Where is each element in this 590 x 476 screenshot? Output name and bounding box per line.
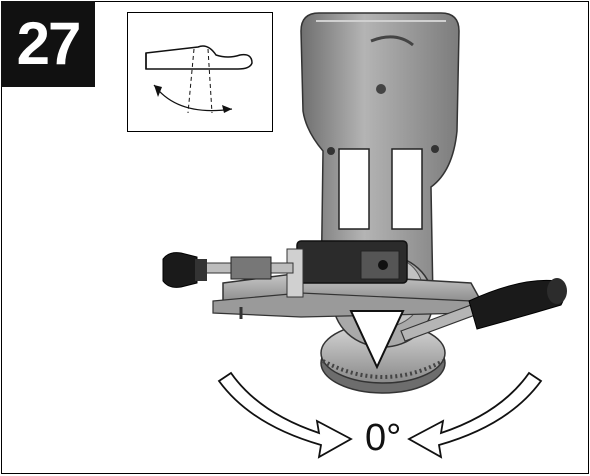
curved-arrow-left-icon [407, 371, 543, 459]
plate-slot-left [338, 148, 370, 230]
clamp-knob [162, 252, 198, 288]
angle-label: 0° [365, 417, 402, 459]
blade-angle-diagram-icon [145, 45, 253, 114]
locking-lever [400, 278, 567, 342]
blade-angle-inset [127, 12, 273, 132]
curved-arrow-right-icon [217, 371, 353, 459]
step-number-badge: 27 [1, 1, 95, 87]
degree-scale [322, 359, 444, 379]
down-triangle-pointer-icon [349, 310, 405, 370]
plate-slot-right [391, 148, 423, 230]
clamp-screw [162, 252, 294, 288]
back-plate [300, 12, 460, 302]
clamp-arm [212, 240, 483, 319]
